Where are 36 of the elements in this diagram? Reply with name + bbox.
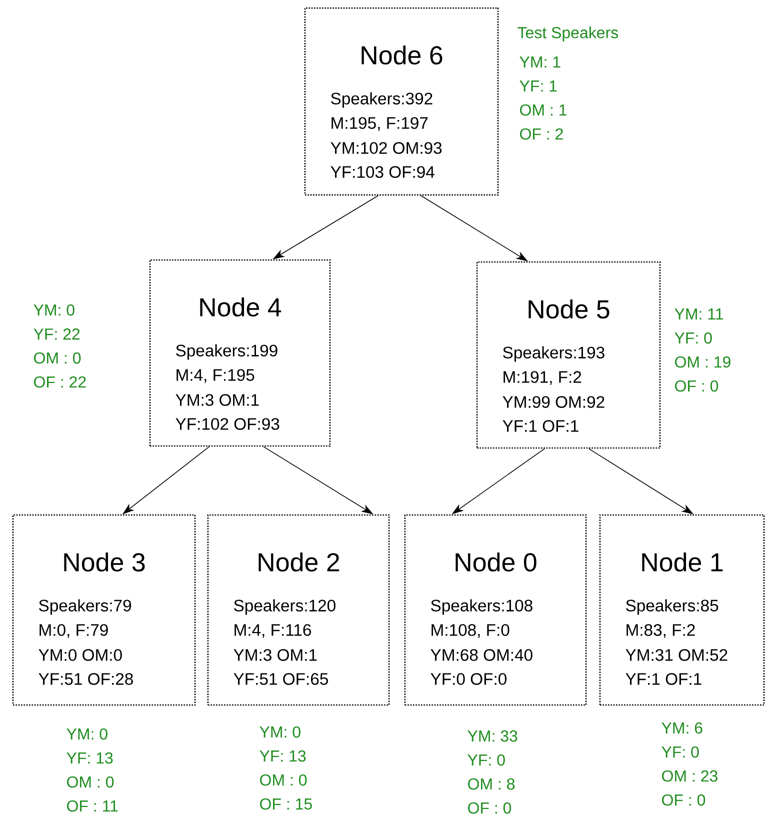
- count-label: OM : 0: [34, 352, 81, 364]
- count-label: YM: 0: [66, 728, 108, 740]
- count-label: OF : 22: [34, 376, 86, 388]
- tree-node-box: Node 1 Speakers:85 M:83, F:2 YM:31 OM:52 YF:1 OF:1: [599, 514, 765, 706]
- count-label: OM : 23: [662, 770, 718, 782]
- tree-node-box: Node 3 Speakers:79 M:0, F:79 YM:0 OM:0 YF:51 OF:28: [12, 514, 196, 706]
- count-label: OF : 0: [662, 794, 706, 806]
- count-label: YM: 0: [34, 304, 74, 316]
- count-label: YF: 0: [662, 746, 699, 758]
- count-label: OM : 0: [67, 776, 114, 788]
- count-label: OF : 15: [260, 798, 312, 810]
- test-speakers-heading: Test Speakers: [518, 26, 618, 42]
- count-label: OM : 1: [520, 104, 566, 116]
- count-label: YM: 11: [674, 308, 723, 320]
- count-label: OF : 2: [520, 128, 563, 140]
- count-label: YF: 1: [520, 80, 557, 92]
- count-label: OM : 0: [260, 774, 307, 786]
- tree-node-box: Node 0 Speakers:108 M:108, F:0 YM:68 OM:40 YF:0 OF:0: [404, 514, 587, 706]
- count-label: OF : 11: [67, 800, 118, 812]
- count-label: OF : 0: [468, 802, 512, 814]
- count-label: YF: 22: [34, 328, 80, 340]
- count-label: YM: 1: [520, 56, 560, 68]
- tree-node-box: Node 2 Speakers:120 M:4, F:116 YM:3 OM:1 YF:51 OF:65: [207, 514, 390, 706]
- count-label: YF: 13: [66, 752, 113, 764]
- count-label: OF : 0: [675, 380, 718, 392]
- count-label: OM : 19: [675, 356, 730, 368]
- count-label: YF: 13: [260, 750, 306, 762]
- count-label: YF: 0: [674, 332, 712, 344]
- count-label: YF: 0: [468, 754, 505, 766]
- tree-node-box: Node 6 Speakers:392 M:195, F:197 YM:102 OM:93 YF:103 OF:94: [304, 7, 499, 196]
- count-label: YM: 0: [260, 726, 300, 738]
- tree-node-box: Node 4 Speakers:199 M:4, F:195 YM:3 OM:1 YF:102 OF:93: [149, 259, 331, 447]
- tree-node-box: Node 5 Speakers:193 M:191, F:2 YM:99 OM:92 YF:1 OF:1: [476, 261, 661, 449]
- count-label: OM : 8: [468, 778, 515, 790]
- count-label: YM: 33: [468, 730, 518, 742]
- count-label: YM: 6: [662, 722, 702, 734]
